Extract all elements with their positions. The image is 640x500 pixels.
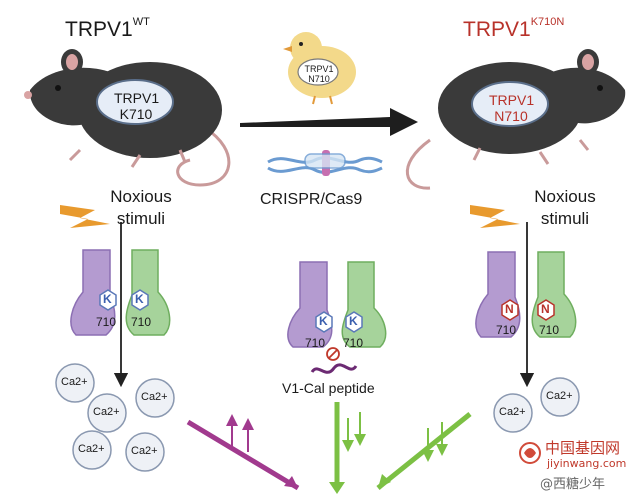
ca-ion-right-1: Ca2+: [499, 406, 526, 418]
peptide-icon: [310, 363, 358, 374]
ca-ion-right-2: Ca2+: [546, 390, 573, 402]
watermark-site-name: 中国基因网: [545, 439, 621, 457]
peptide-label: V1-Cal peptide: [282, 380, 375, 396]
wt-residue-letter-2: K: [135, 292, 144, 306]
mutant-residue-letter-1: N: [505, 302, 514, 316]
purple-response-arrows: [186, 414, 300, 491]
mutant-mouse-icon: [406, 49, 626, 190]
wt-residue-number-2: 710: [131, 315, 152, 329]
wild-type-title: TRPV1WT: [65, 16, 150, 41]
center-residue-number-1: 710: [305, 336, 326, 350]
wt-residue-number-1: 710: [96, 315, 117, 329]
peptide-bound-channel-icon: [287, 261, 387, 348]
watermark-site-url: jiyinwang.com: [547, 457, 627, 470]
lightning-bolt-icon-right: [470, 205, 520, 228]
ca-ion-left-1: Ca2+: [61, 376, 88, 388]
genome-editing-arrow: [240, 108, 418, 136]
ca-ion-left-2: Ca2+: [141, 391, 168, 403]
calcium-ions-right: [493, 377, 580, 433]
green-response-arrows: [329, 402, 472, 494]
mutant-residue-number-2: 710: [539, 323, 560, 337]
lightning-bolt-icon-left: [60, 205, 110, 228]
watermark-account: @西糖少年: [540, 477, 606, 492]
inhibition-icon: [326, 347, 340, 361]
mutant-channel-icon: [475, 251, 577, 338]
ca-ion-left-4: Ca2+: [78, 443, 105, 455]
chicken-icon: [283, 32, 356, 105]
center-residue-letter-2: K: [349, 314, 358, 328]
center-residue-number-2: 710: [343, 336, 364, 350]
mutant-residue-letter-2: N: [541, 302, 550, 316]
mutant-title: TRPV1K710N: [463, 16, 565, 41]
crispr-label: CRISPR/Cas9: [260, 191, 363, 208]
ca-ion-left-5: Ca2+: [131, 445, 158, 457]
crispr-cas9-icon: [267, 150, 383, 176]
watermark-logo-icon: [519, 442, 541, 464]
mutant-residue-number-1: 710: [496, 323, 517, 337]
center-residue-letter-1: K: [319, 314, 328, 328]
calcium-ions-left: [55, 363, 175, 472]
wild-type-mouse-icon: [24, 49, 231, 187]
ca-ion-left-3: Ca2+: [93, 406, 120, 418]
wild-type-channel-icon: [70, 249, 171, 336]
wt-residue-letter-1: K: [103, 292, 112, 306]
